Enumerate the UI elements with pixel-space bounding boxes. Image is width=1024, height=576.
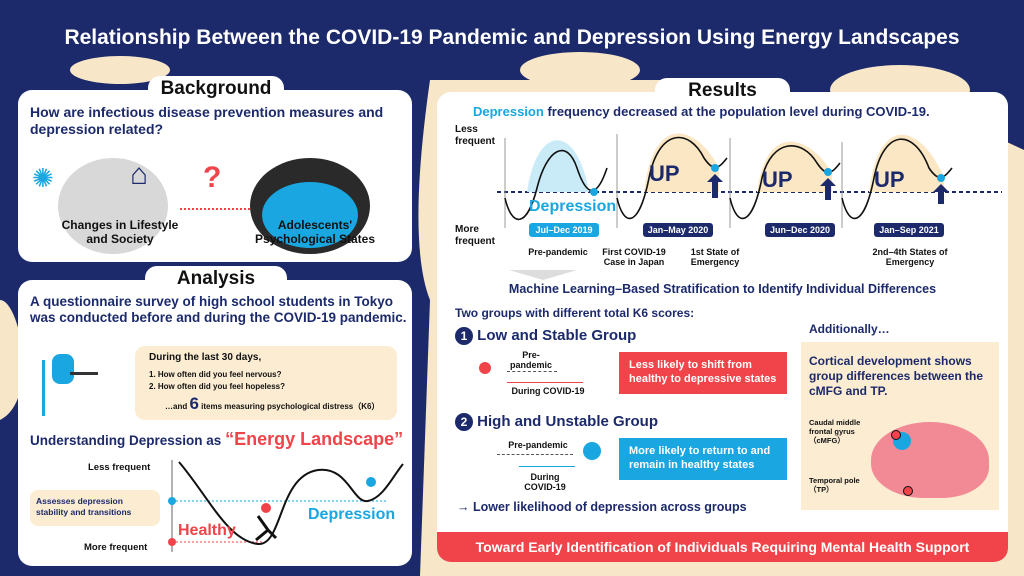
two-groups-label: Two groups with different total K6 score…: [455, 306, 695, 320]
healthy-label: Healthy: [178, 522, 236, 539]
results-headline: Depression frequency decreased at the po…: [473, 104, 930, 119]
down-arrow: [509, 270, 577, 280]
virus-icon: ✺: [32, 163, 54, 193]
background-heading: Background: [148, 76, 284, 102]
results-depression-label: Depression: [529, 198, 617, 215]
group1-pre-arrow: [507, 371, 557, 372]
period-jun-dec-2020: Jun–Dec 2020: [765, 223, 835, 237]
event-first-case: First COVID-19 Case in Japan: [602, 247, 666, 267]
tp-label: Temporal pole（TP）: [809, 476, 860, 494]
up-label-1: UP: [649, 161, 680, 186]
additionally-label: Additionally…: [809, 322, 890, 336]
connector-line: [180, 208, 250, 210]
analysis-heading: Analysis: [145, 266, 287, 292]
up-label-2: UP: [762, 167, 793, 192]
cmfg-marker: [891, 430, 901, 440]
energy-landscape-diagram: [168, 460, 404, 552]
footer-banner: Toward Early Identification of Individua…: [437, 532, 1008, 562]
depressed-person-icon: [583, 442, 601, 460]
survey-more: …and 6 items measuring psychological dis…: [165, 394, 380, 413]
tp-marker: [903, 486, 913, 496]
student-at-desk-illustration: [40, 346, 100, 420]
survey-question-2: 2. How often did you feel hopeless?: [149, 382, 286, 391]
group2-during-label: During COVID-19: [524, 472, 566, 492]
background-question: How are infectious disease prevention me…: [30, 104, 384, 137]
up-label-3: UP: [874, 167, 905, 192]
event-2nd-4th-emergency: 2nd–4th States of Emergency: [872, 247, 948, 267]
adolescents-circle: [262, 182, 358, 248]
results-axis-bottom: More frequent: [455, 224, 495, 247]
event-1st-emergency: 1st State of Emergency: [690, 247, 740, 267]
house-icon: ⌂: [130, 158, 149, 191]
group1-pre-label: Pre-pandemic: [509, 350, 552, 370]
event-pre-pandemic: Pre-pandemic: [528, 247, 588, 257]
page-title: Relationship Between the COVID-19 Pandem…: [64, 26, 960, 49]
group2-result-box: More likely to return to and remain in h…: [619, 438, 787, 480]
conclusion: → Lower likelihood of depression across …: [457, 500, 747, 514]
survey-lead: During the last 30 days,: [149, 352, 262, 363]
assess-note: Assesses depression stability and transi…: [30, 490, 160, 526]
cmfg-label: Caudal middle frontal gyrus（cMFG）: [809, 418, 861, 445]
group1-title: 1 Low and Stable Group: [455, 326, 636, 345]
healthy-person-icon: [479, 362, 491, 374]
analysis-panel: A questionnaire survey of high school st…: [18, 280, 412, 566]
survey-question-1: 1. How often did you feel nervous?: [149, 370, 282, 379]
cortical-text: Cortical development shows group differe…: [809, 354, 984, 398]
cortical-box: Cortical development shows group differe…: [801, 342, 999, 510]
changes-label: Changes in Lifestyle and Society: [61, 218, 179, 246]
period-jul-dec-2019: Jul–Dec 2019: [529, 223, 599, 237]
brain-illustration: [871, 422, 989, 498]
group2-title: 2 High and Unstable Group: [455, 412, 658, 431]
understanding-heading: Understanding Depression as “Energy Land…: [30, 429, 404, 449]
results-panel: Depression frequency decreased at the po…: [437, 92, 1008, 562]
adolescents-label: Adolescents' Psychological States: [254, 218, 376, 246]
group1-during-arrow: [507, 382, 583, 383]
period-jan-may-2020: Jan–May 2020: [643, 223, 713, 237]
people-masks-illustration: [58, 158, 168, 254]
depression-label: Depression: [308, 506, 396, 523]
period-jan-sep-2021: Jan–Sep 2021: [874, 223, 944, 237]
survey-box: During the last 30 days, 1. How often di…: [135, 346, 397, 420]
axis-more-frequent: More frequent: [84, 542, 148, 553]
group2-during-arrow: [519, 466, 575, 467]
analysis-intro: A questionnaire survey of high school st…: [30, 294, 407, 325]
background-panel: How are infectious disease prevention me…: [18, 90, 412, 262]
group1-during-label: During COVID-19: [511, 386, 585, 396]
question-mark: ?: [203, 161, 222, 194]
landscape-timeline: [497, 133, 1002, 228]
results-axis-top: Less frequent: [455, 124, 495, 147]
axis-less-frequent: Less frequent: [88, 462, 151, 473]
ml-heading: Machine Learning–Based Stratification to…: [508, 282, 937, 296]
group1-result-box: Less likely to shift from healthy to dep…: [619, 352, 787, 394]
group2-pre-label: Pre-pandemic: [508, 440, 568, 450]
group2-pre-arrow: [497, 454, 573, 455]
results-heading: Results: [655, 78, 790, 104]
